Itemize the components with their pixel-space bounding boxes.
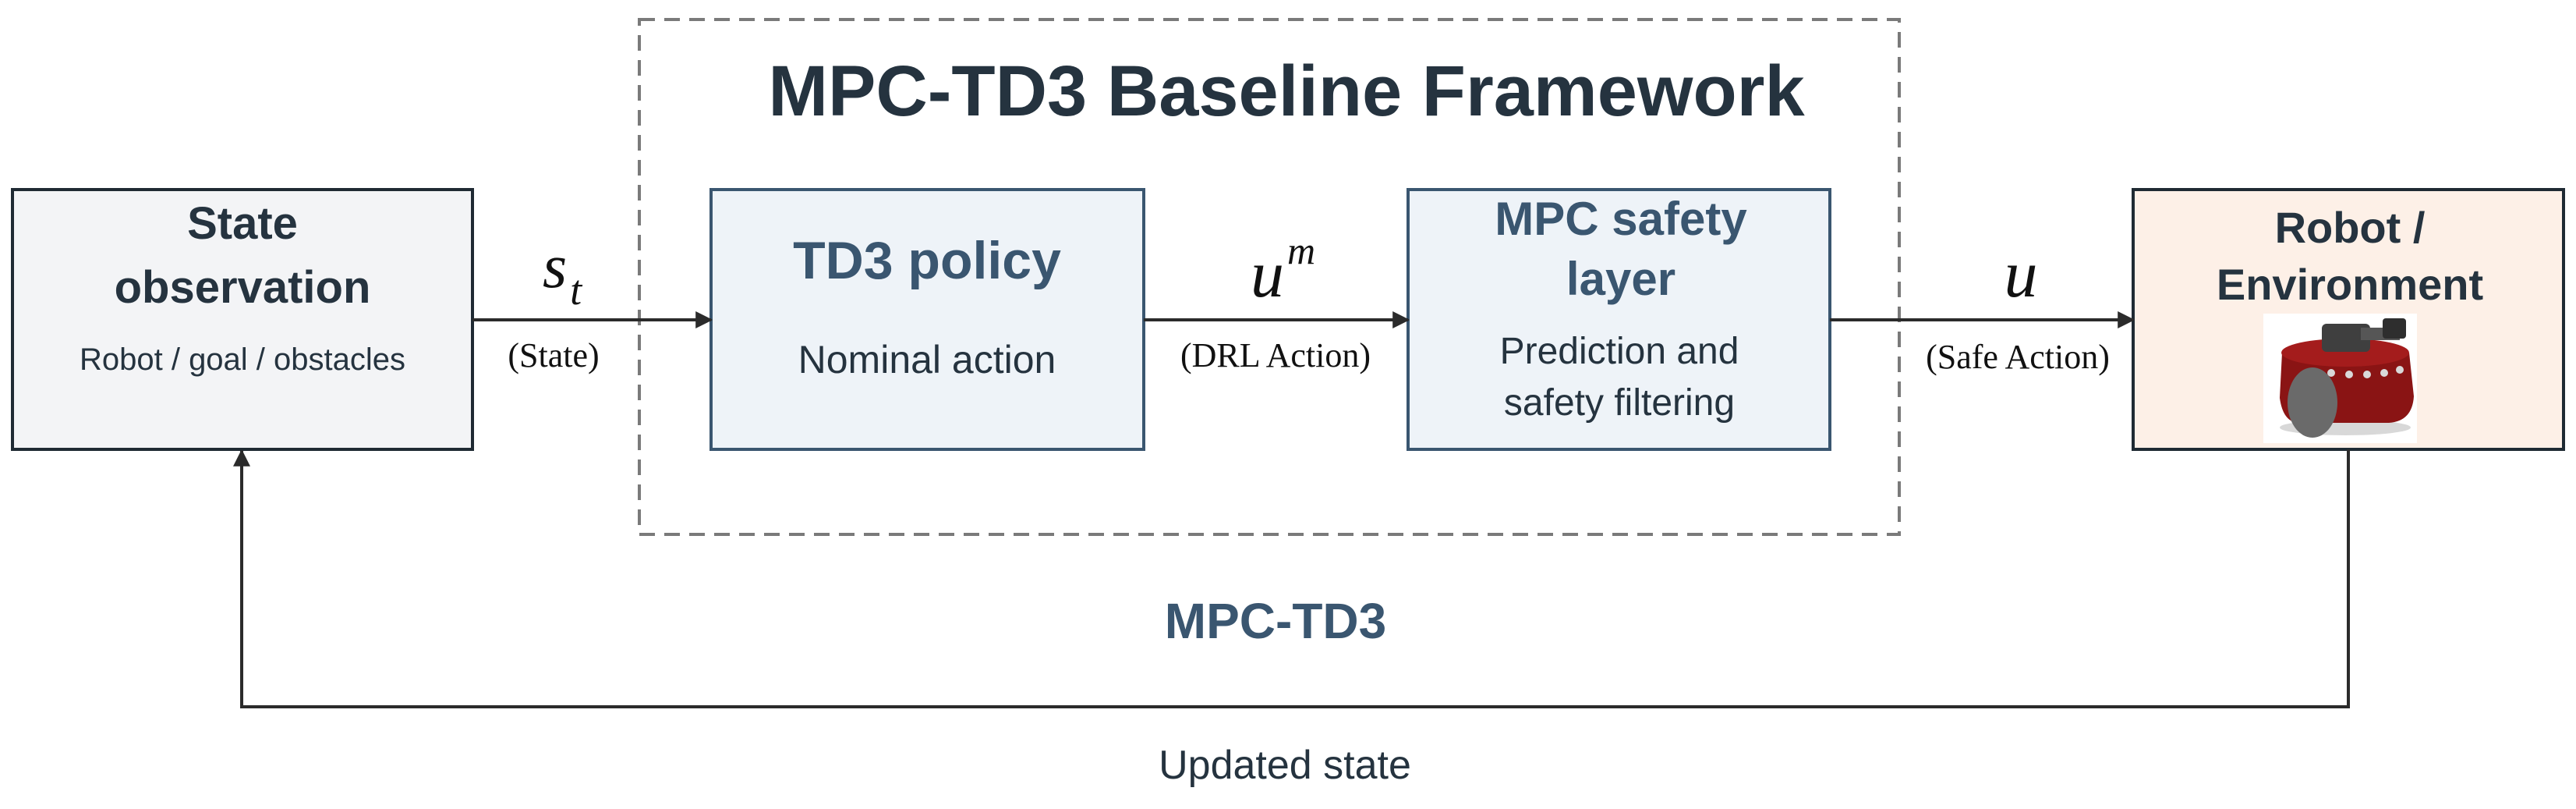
robot-environment-title-line1: Robot /: [2275, 203, 2426, 252]
mpc-safety-layer-subtitle-line2: safety filtering: [1504, 382, 1735, 424]
state-subscript: t: [570, 267, 583, 314]
td3-policy-block: TD3 policy Nominal action: [709, 188, 1145, 451]
state-observation-block: State observation Robot / goal / obstacl…: [11, 188, 474, 451]
td3-policy-subtitle: Nominal action: [798, 338, 1056, 381]
td3-policy-title: TD3 policy: [793, 231, 1061, 290]
robot-environment-title-line2: Environment: [2217, 260, 2483, 309]
mpc-safety-layer-box: [1407, 188, 1831, 451]
mpc-safety-layer-block: MPC safety layer Prediction and safety f…: [1407, 188, 1831, 451]
drl-action-label: (DRL Action): [1180, 336, 1371, 374]
state-label: (State): [508, 336, 599, 374]
state-observation-title-line1: State: [187, 198, 298, 249]
framework-caption: MPC-TD3: [1165, 593, 1386, 649]
mpc-safety-layer-subtitle-line1: Prediction and: [1500, 331, 1739, 372]
safe-action-label: (Safe Action): [1926, 338, 2110, 376]
drl-action-superscript: m: [1287, 229, 1315, 272]
framework-boundary: [638, 18, 1901, 536]
feedback-loop-arrow: [233, 449, 2350, 708]
state-symbol: st: [543, 232, 583, 314]
state-observation-box: [11, 188, 474, 451]
td3-policy-box: [709, 188, 1145, 451]
framework-title: MPC-TD3 Baseline Framework: [768, 51, 1805, 131]
feedback-label: Updated state: [1159, 743, 1411, 788]
safe-action-symbol: u: [2005, 236, 2038, 311]
state-observation-subtitle: Robot / goal / obstacles: [80, 342, 405, 377]
mpc-safety-layer-title-line1: MPC safety: [1495, 193, 1747, 245]
drl-action-symbol: um: [1251, 229, 1315, 311]
robot-environment-block: Robot / Environment: [2132, 188, 2565, 451]
mpc-safety-layer-title-line2: layer: [1566, 253, 1675, 305]
robot-image: [2263, 314, 2417, 443]
state-observation-title-line2: observation: [115, 262, 371, 313]
